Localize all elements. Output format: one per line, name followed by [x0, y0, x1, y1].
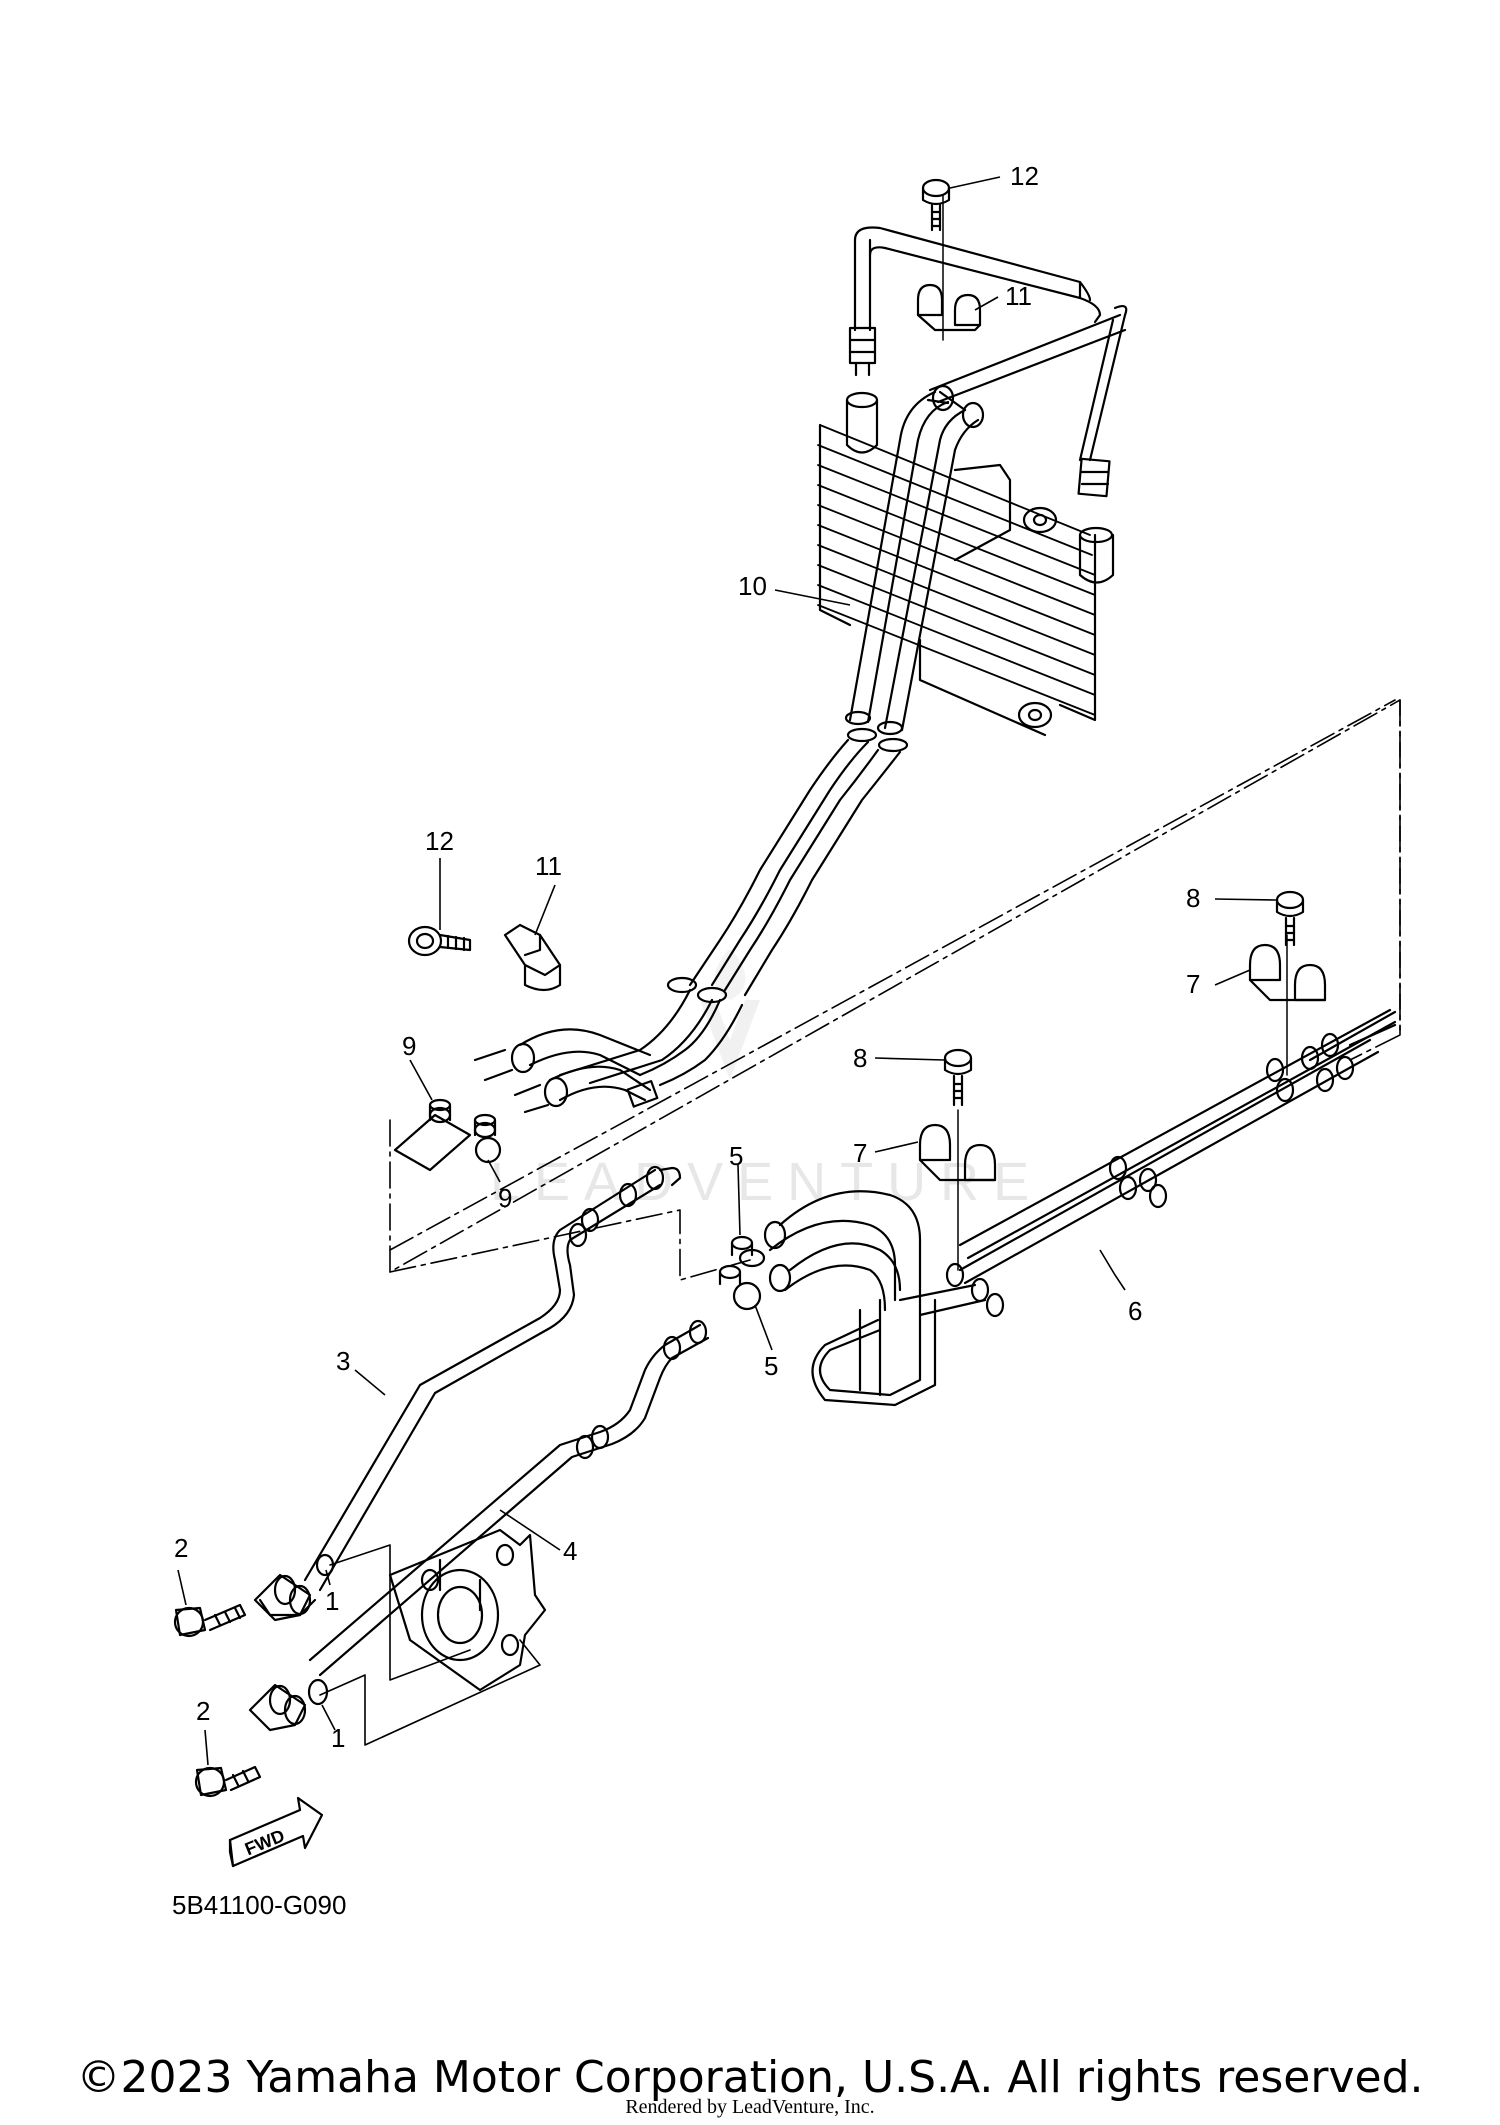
- pipe-4: [308, 1319, 710, 1677]
- callout-12-upper: 12: [1010, 161, 1039, 191]
- left-hose-assembly: [473, 1028, 659, 1114]
- upper-pipe-loop: [848, 226, 1128, 498]
- callout-2-lower: 2: [196, 1696, 210, 1726]
- bolt-12-upper: [921, 178, 951, 341]
- clamp-11-upper: [916, 283, 982, 332]
- callout-6: 6: [1128, 1296, 1142, 1326]
- copyright-notice: ©2023 Yamaha Motor Corporation, U.S.A. A…: [76, 2052, 1424, 2103]
- callout-8-right: 8: [1186, 883, 1200, 913]
- watermark-logo: [700, 950, 760, 1080]
- clamp-5-set: [718, 1235, 766, 1311]
- callout-12-lower: 12: [425, 826, 454, 856]
- pipe-10: [558, 313, 1127, 1087]
- callout-7-mid: 7: [853, 1138, 867, 1168]
- callout-10: 10: [738, 571, 767, 601]
- reference-lines: [389, 699, 1401, 1281]
- leader-lines: [177, 176, 1277, 1766]
- fwd-arrow-icon: [228, 1796, 324, 1868]
- callout-1-upper: 1: [325, 1586, 339, 1616]
- callout-3: 3: [336, 1346, 350, 1376]
- fitting-upper-left: [253, 1553, 335, 1622]
- callout-labels: 12 11 10 12 11 9 9 8 7 8 7 5 5 6 3 4 2 1…: [174, 161, 1200, 1753]
- rendered-by-credit: Rendered by LeadVenture, Inc.: [625, 2096, 875, 2118]
- bolt-12-lower: [407, 925, 472, 957]
- callout-9-lower: 9: [498, 1183, 512, 1213]
- bolt-8-right: [1275, 890, 1305, 947]
- reference-brackets: [319, 1544, 541, 1746]
- clamp-9-set: [393, 1098, 502, 1172]
- bolt-2-upper: [173, 1603, 247, 1638]
- callout-4: 4: [563, 1536, 577, 1566]
- callout-11-upper: 11: [1005, 281, 1032, 311]
- clamp-7-mid: [918, 1109, 997, 1271]
- pipe-6: [763, 1008, 1397, 1407]
- callout-8-mid: 8: [853, 1043, 867, 1073]
- callout-2-upper: 2: [174, 1533, 188, 1563]
- callout-1-lower: 1: [331, 1723, 345, 1753]
- bolt-2-lower: [194, 1765, 262, 1798]
- callout-9-upper: 9: [402, 1031, 416, 1061]
- fitting-lower-left: [248, 1678, 329, 1732]
- pipe-3: [303, 1165, 682, 1592]
- clamp-11-lower: [503, 923, 562, 992]
- callout-7-right: 7: [1186, 969, 1200, 999]
- oil-cooler: [817, 391, 1115, 737]
- callout-5-upper: 5: [729, 1141, 743, 1171]
- bolt-8-mid: [943, 1048, 973, 1107]
- callout-5-lower: 5: [764, 1351, 778, 1381]
- watermark-text: LEADVENTURE: [490, 1152, 1043, 1212]
- engine-flange: [388, 1528, 547, 1692]
- diagram-code: 5B41100-G090: [172, 1890, 347, 1920]
- clamp-7-right: [1248, 934, 1327, 1076]
- callout-11-lower: 11: [535, 851, 562, 881]
